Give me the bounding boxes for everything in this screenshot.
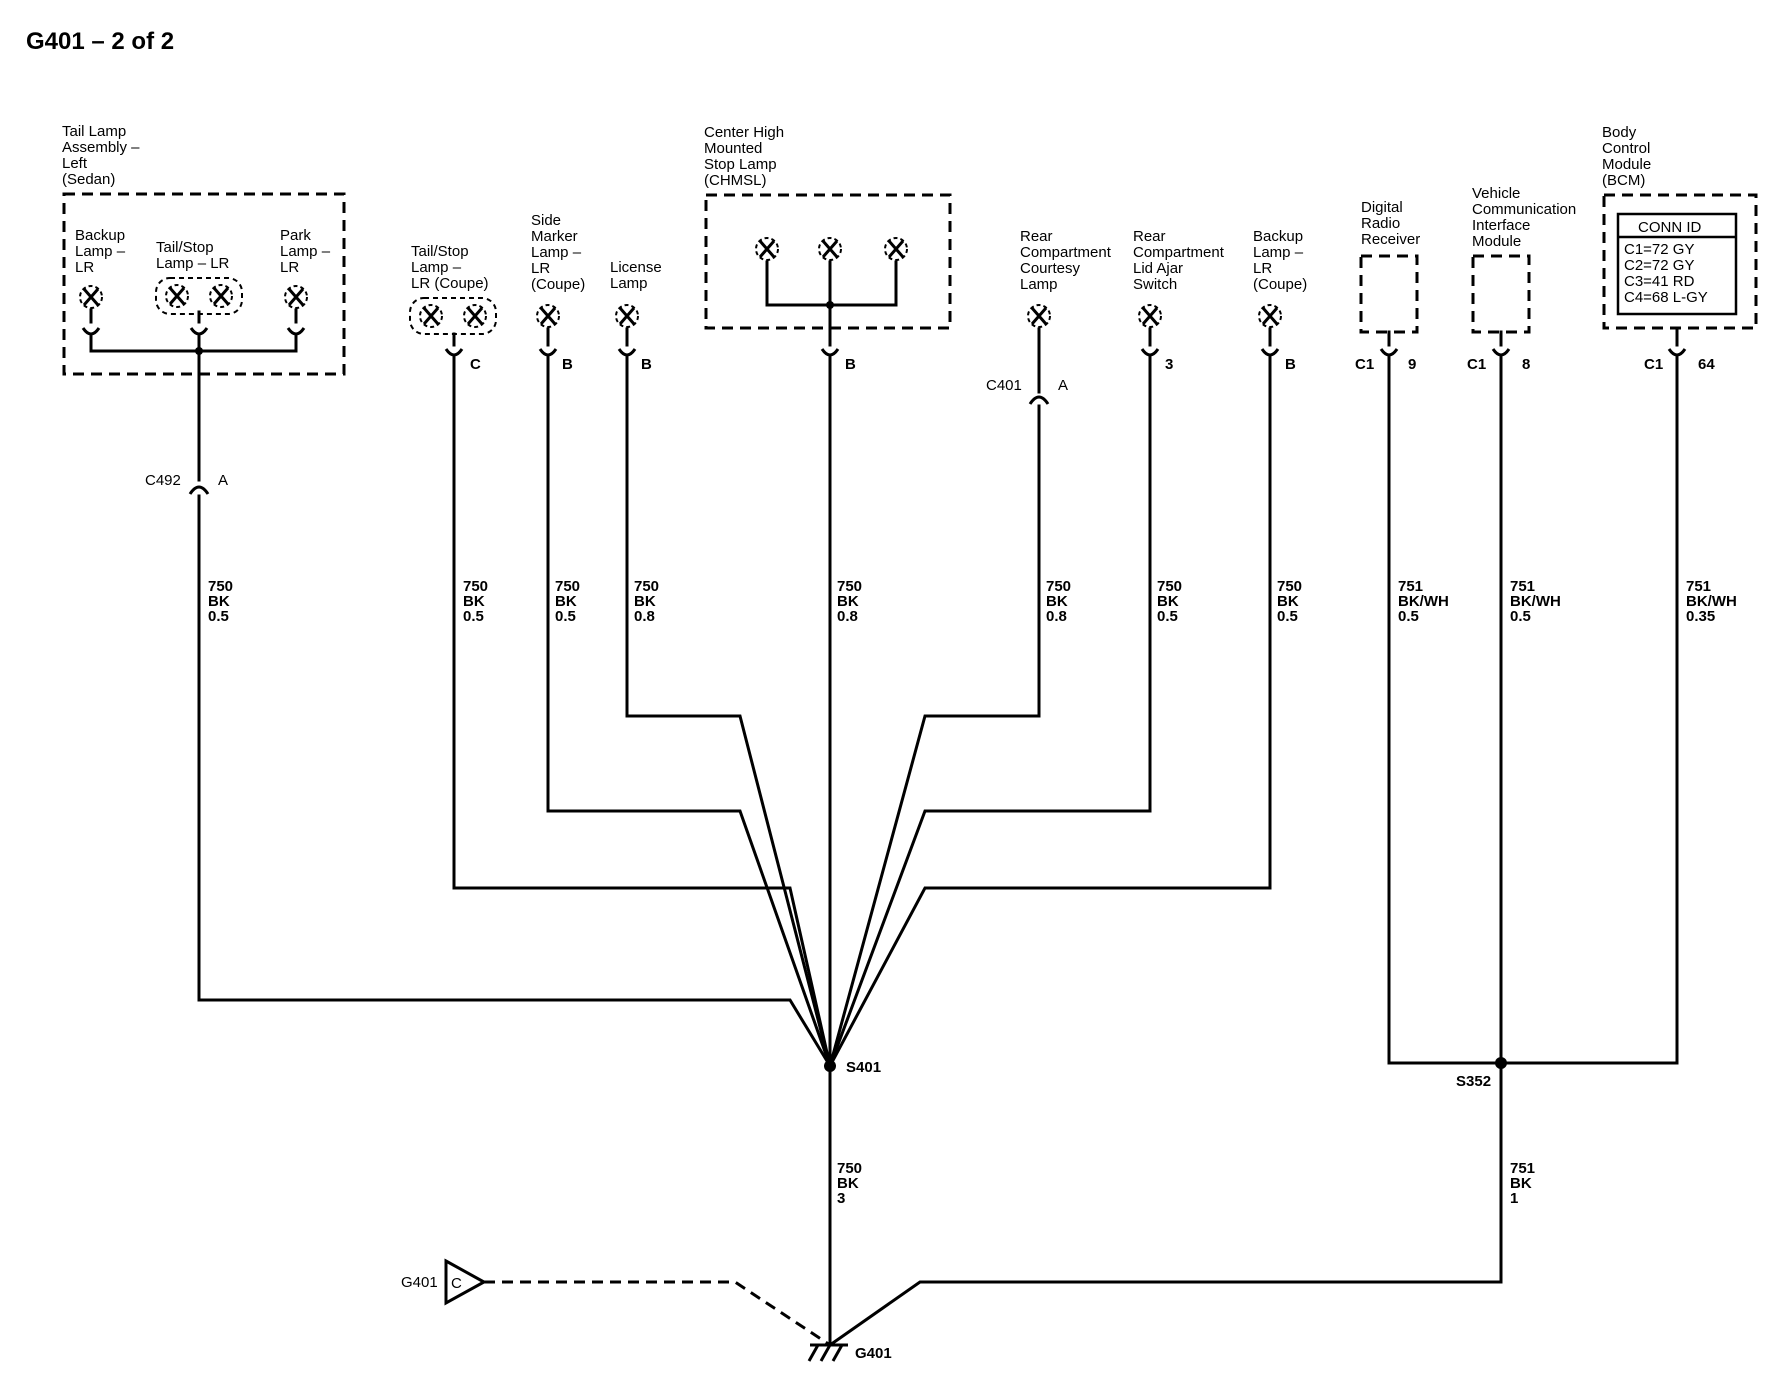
chmsl-label: Center High Mounted Stop Lamp (CHMSL) (704, 124, 788, 189)
stop-lamp-bulb-icon (208, 283, 234, 309)
wire-s401-down-label: 750 BK 3 (837, 1160, 866, 1207)
vcim-label: Vehicle Communication Interface Module (1472, 185, 1580, 250)
backup-coupe-bulb-icon (1257, 303, 1283, 329)
tail-lamp-left-box (62, 192, 346, 376)
license-lamp-bulb-icon (614, 303, 640, 329)
side-marker-bulb-icon (535, 303, 561, 329)
conn-id-rows: C1=72 GY C2=72 GY C3=41 RD C4=68 L-GY (1624, 241, 1708, 306)
rear-courtesy-label: Rear Compartment Courtesy Lamp (1020, 228, 1115, 293)
license-lamp-pin: B (641, 356, 652, 373)
chmsl-box (704, 193, 952, 330)
digital-radio-box (1359, 254, 1419, 334)
chmsl-bulb-icon (883, 236, 909, 262)
s352-label: S352 (1456, 1073, 1491, 1090)
digital-radio-label: Digital Radio Receiver (1361, 199, 1420, 248)
bcm-pin: 64 (1698, 356, 1715, 373)
ground-icon (807, 1343, 848, 1362)
conn-id-table: CONN ID C1=72 GY C2=72 GY C3=41 RD C4=68… (1616, 212, 1738, 316)
wire-bcm-label: 751 BK/WH 0.35 (1686, 578, 1741, 625)
tail-stop-lamp-lr-label: Tail/Stop Lamp – LR (156, 239, 230, 272)
tail-stop-coupe-label: Tail/Stop Lamp – LR (Coupe) (411, 243, 489, 292)
tail-stop-double-box (155, 277, 243, 315)
chmsl-bulb-icon (817, 236, 843, 262)
connector-cup-icon (1140, 347, 1160, 357)
vcim-box (1471, 254, 1531, 334)
s401-label: S401 (846, 1059, 881, 1076)
rear-lid-switch-pin: 3 (1165, 356, 1173, 373)
wire-side-marker-label: 750 BK 0.5 (555, 578, 584, 625)
wire-radio-label: 751 BK/WH 0.5 (1398, 578, 1453, 625)
wire-tail-coupe-label: 750 BK 0.5 (463, 578, 492, 625)
bcm-label: Body Control Module (BCM) (1602, 124, 1655, 189)
g401-ref-triangle (444, 1258, 488, 1306)
wire-left-label: 750 BK 0.5 (208, 578, 237, 625)
c401-pin: A (1058, 377, 1068, 394)
g401-ref-label: G401 (401, 1274, 438, 1291)
connector-cup-icon (444, 347, 464, 357)
g401-ref-letter: C (451, 1275, 462, 1292)
bcm-conn: C1 (1644, 356, 1663, 373)
radio-pin: 9 (1408, 356, 1416, 373)
backup-coupe-pin: B (1285, 356, 1296, 373)
connector-cup-icon (1491, 347, 1511, 357)
radio-conn: C1 (1355, 356, 1374, 373)
lid-switch-icon (1137, 303, 1163, 329)
wire-backup-coupe-label: 750 BK 0.5 (1277, 578, 1306, 625)
connector-cup-icon (820, 347, 840, 357)
tail-stop-coupe-pin: C (470, 356, 481, 373)
connector-cup-icon (1260, 347, 1280, 357)
wire-chmsl-label: 750 BK 0.8 (837, 578, 866, 625)
wire-license-label: 750 BK 0.8 (634, 578, 663, 625)
connector-cup-icon (1667, 347, 1687, 357)
c401-label: C401 (986, 377, 1022, 394)
vcim-pin: 8 (1522, 356, 1530, 373)
connector-cup-icon (617, 347, 637, 357)
side-marker-pin: B (562, 356, 573, 373)
connector-cup-icon (189, 326, 209, 336)
backup-coupe-label: Backup Lamp – LR (Coupe) (1253, 228, 1307, 293)
tail-coupe-bulb-icon (418, 303, 444, 329)
tail-lamp-left-label: Tail Lamp Assembly – Left (Sedan) (62, 123, 144, 188)
bcm-box (1602, 193, 1758, 330)
connector-cup-icon (538, 347, 558, 357)
backup-lamp-lr-label: Backup Lamp – LR (75, 227, 129, 276)
courtesy-lamp-bulb-icon (1026, 303, 1052, 329)
stop-coupe-bulb-icon (462, 303, 488, 329)
rear-lid-switch-label: Rear Compartment Lid Ajar Switch (1133, 228, 1228, 293)
park-lamp-bulb-icon (283, 284, 309, 310)
c492-pin: A (218, 472, 228, 489)
g401-ground-label: G401 (855, 1345, 892, 1362)
conn-id-header: CONN ID (1638, 219, 1702, 236)
c492-label: C492 (145, 472, 181, 489)
wire-s352-down-label: 751 BK 1 (1510, 1160, 1539, 1207)
tail-lamp-bulb-icon (164, 283, 190, 309)
s352-splice (1495, 1057, 1507, 1069)
chmsl-bulb-icon (754, 236, 780, 262)
park-lamp-lr-label: Park Lamp – LR (280, 227, 334, 276)
wire-lid-label: 750 BK 0.5 (1157, 578, 1186, 625)
connector-cup-icon (1379, 347, 1399, 357)
backup-lamp-bulb-icon (78, 284, 104, 310)
side-marker-coupe-label: Side Marker Lamp – LR (Coupe) (531, 212, 585, 293)
page-title: G401 – 2 of 2 (26, 28, 174, 55)
connector-cup-icon (286, 326, 306, 336)
chmsl-pin: B (845, 356, 856, 373)
license-lamp-label: License Lamp (610, 259, 666, 292)
wire-courtesy-label: 750 BK 0.8 (1046, 578, 1075, 625)
vcim-conn: C1 (1467, 356, 1486, 373)
connector-cup-icon (81, 326, 101, 336)
wire-vcim-label: 751 BK/WH 0.5 (1510, 578, 1565, 625)
tail-stop-coupe-box (409, 297, 497, 335)
